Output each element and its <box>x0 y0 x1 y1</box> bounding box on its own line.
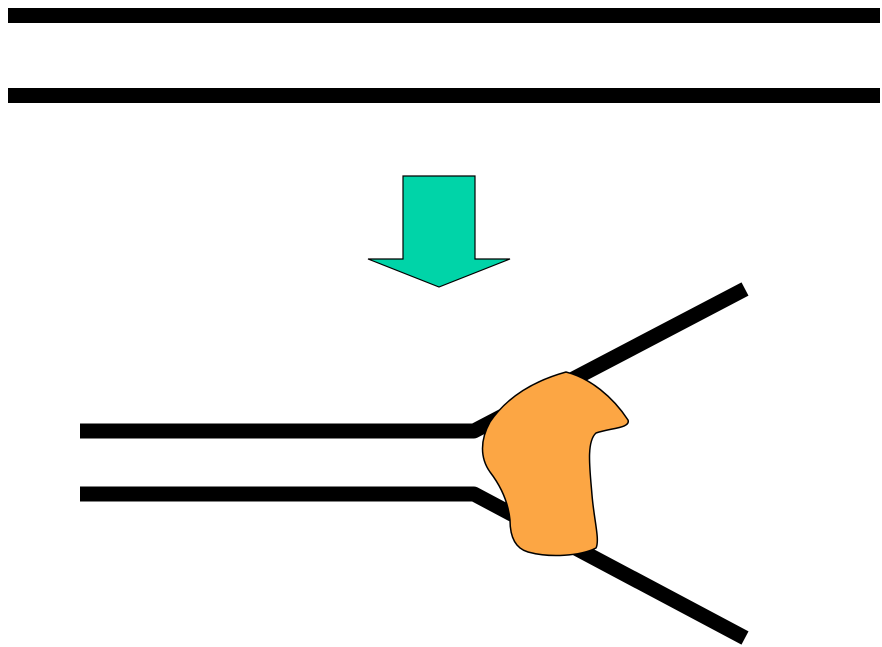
replication-fork <box>80 282 749 645</box>
top-strand-upper <box>8 8 880 23</box>
down-arrow-icon <box>367 175 511 288</box>
fork-strand-lower <box>80 486 749 645</box>
protein-blob-icon <box>481 371 629 557</box>
top-strand-lower <box>8 88 880 103</box>
double-strand-dna <box>8 8 880 103</box>
fork-strand-upper <box>80 282 749 439</box>
